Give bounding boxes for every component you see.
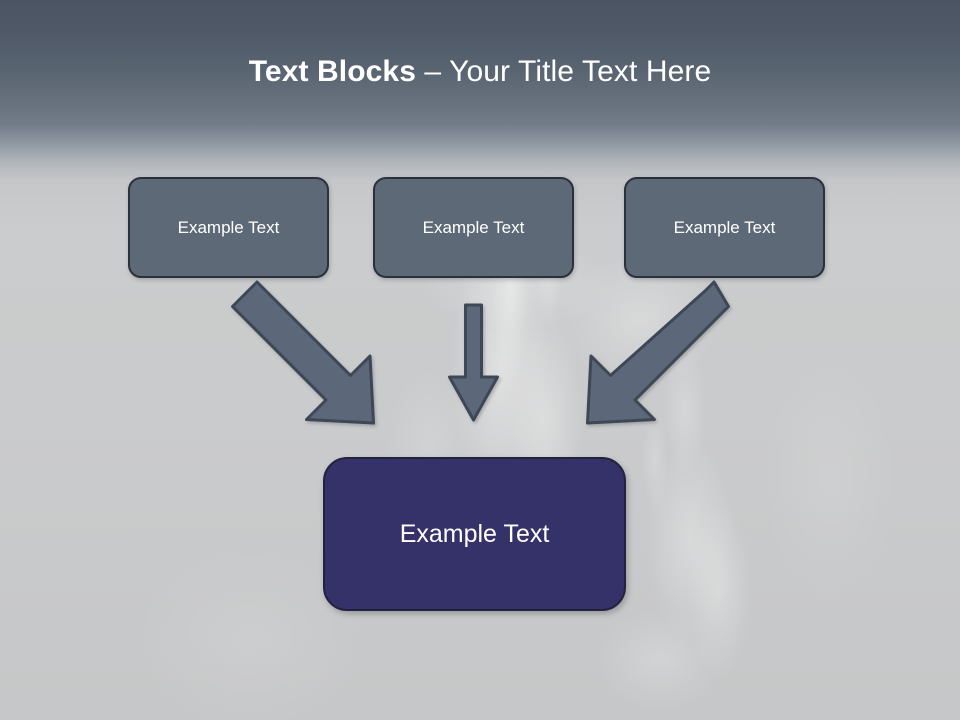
text-block-2[interactable]: Example Text xyxy=(373,177,574,278)
text-block-1[interactable]: Example Text xyxy=(128,177,329,278)
text-block-result[interactable]: Example Text xyxy=(323,457,626,611)
text-block-2-label: Example Text xyxy=(422,217,525,237)
text-block-3-label: Example Text xyxy=(673,217,776,237)
page-title-light: Your Title Text Here xyxy=(449,55,712,88)
text-block-result-label: Example Text xyxy=(399,520,550,548)
text-block-1-label: Example Text xyxy=(177,217,280,237)
page-title: Text Blocks – Your Title Text Here xyxy=(0,52,960,92)
page-title-bold: Text Blocks xyxy=(248,55,416,88)
page-title-separator: – xyxy=(416,55,450,88)
text-block-3[interactable]: Example Text xyxy=(624,177,825,278)
